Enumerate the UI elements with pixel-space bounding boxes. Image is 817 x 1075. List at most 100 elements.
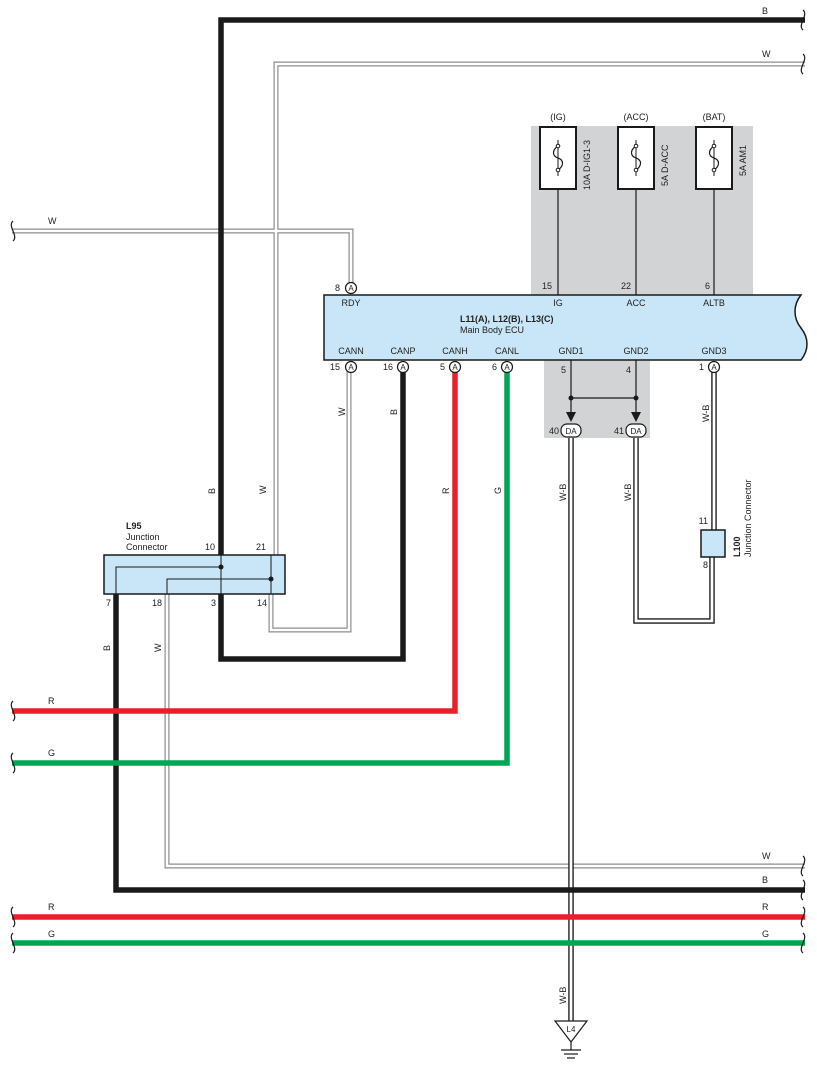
connector-a-icon: A (448, 360, 462, 374)
svg-text:(BAT): (BAT) (703, 112, 726, 122)
connector-a-icon: A (344, 281, 358, 295)
wire-label: B (762, 875, 768, 885)
black-wires (113, 17, 805, 893)
pin-number: 18 (152, 598, 162, 608)
svg-text:(ACC): (ACC) (624, 112, 649, 122)
splice-dot (218, 564, 224, 570)
ground-l4-icon: L4 (553, 1020, 589, 1059)
connector-a-icon: A (707, 360, 721, 374)
fuse-icon (552, 145, 564, 171)
pin-number: 14 (257, 598, 267, 608)
wire-label: B (762, 6, 768, 16)
svg-text:L4: L4 (567, 1025, 576, 1034)
pin-number: 6 (492, 362, 497, 372)
svg-text:DA: DA (630, 427, 642, 436)
svg-text:10A D-IG1-3: 10A D-IG1-3 (582, 140, 592, 190)
arrow-icon (566, 412, 641, 422)
l100-title: L100 (732, 536, 742, 557)
wire-label: R (48, 902, 55, 912)
pin-label: GND1 (558, 346, 583, 356)
wire-break-icon (10, 220, 16, 954)
pin-label: GND2 (623, 346, 648, 356)
l95-line1: Junction (126, 532, 160, 542)
splice-dot (268, 576, 274, 582)
svg-text:A: A (400, 363, 406, 372)
connector-da-icon: DA (560, 423, 582, 438)
svg-text:A: A (452, 363, 458, 372)
wire-label: W-B (623, 484, 633, 501)
pin-number: 1 (699, 362, 704, 372)
pin-number: 3 (211, 598, 216, 608)
pin-number: 5 (561, 365, 566, 375)
wire-label: G (493, 487, 503, 494)
pin-number: 5 (440, 362, 445, 372)
fuse-acc: (ACC) 5A D-ACC (617, 112, 670, 190)
svg-text:DA: DA (565, 427, 577, 436)
pin-number: 41 (614, 426, 624, 436)
wire-label: W (153, 643, 163, 652)
pin-number: 7 (106, 598, 111, 608)
pin-number: 40 (549, 426, 559, 436)
svg-text:(IG): (IG) (550, 112, 566, 122)
splice-dot (633, 395, 639, 401)
wb-wires (568, 371, 717, 1022)
wire-label: W (762, 49, 771, 59)
fuse-ig: (IG) 10A D-IG1-3 (539, 112, 592, 190)
wire-label: R (762, 902, 769, 912)
wire-break-icon (800, 9, 806, 954)
pin-number: 10 (205, 542, 215, 552)
svg-text:A: A (711, 363, 717, 372)
svg-text:A: A (348, 363, 354, 372)
wire-label: W-B (558, 987, 568, 1004)
red-wires (12, 371, 805, 920)
wire-label: G (48, 748, 55, 758)
pin-number: 11 (699, 516, 708, 526)
pin-label: GND3 (701, 346, 726, 356)
pin-label: RDY (341, 298, 360, 308)
fuse-icon (630, 145, 642, 171)
pin-number: 4 (626, 365, 631, 375)
pin-number: 15 (542, 281, 552, 291)
connector-da-icon: DA (625, 423, 647, 438)
green-wires (12, 371, 805, 946)
wire-label: B (207, 488, 217, 494)
gnd-splice (570, 360, 637, 415)
svg-text:5A AM1: 5A AM1 (738, 145, 748, 176)
wire-label: R (441, 487, 451, 494)
pin-label: ALTB (703, 298, 725, 308)
pin-number: 22 (621, 281, 631, 291)
pin-number: 21 (256, 542, 266, 552)
wire-label: G (762, 929, 769, 939)
svg-text:A: A (504, 363, 510, 372)
pin-label: ACC (626, 298, 646, 308)
pin-number: 6 (705, 281, 710, 291)
connector-a-icon: A (344, 360, 358, 374)
pin-label: CANH (442, 346, 468, 356)
pin-number: 8 (703, 560, 708, 570)
pin-label: CANL (495, 346, 519, 356)
ecu-subtitle: Main Body ECU (460, 325, 524, 335)
ecu-title: L11(A), L12(B), L13(C) (460, 314, 554, 324)
wire-label: W-B (701, 405, 711, 422)
white-wires (12, 61, 805, 869)
fuse-icon (708, 145, 720, 171)
wire-label: G (48, 929, 55, 939)
wire-label: W (762, 851, 771, 861)
l100-junction-connector: 11 8 L100 Junction Connector (699, 479, 753, 570)
wire-label: W (48, 216, 57, 226)
wire-label: W (258, 485, 268, 494)
l95-junction-connector: L95 Junction Connector 10 21 7 18 3 14 (103, 521, 286, 608)
pin-label: IG (553, 298, 563, 308)
wire-label: W (337, 407, 347, 416)
wire-label: B (389, 409, 399, 415)
pin-label: CANN (338, 346, 364, 356)
connector-a-icon: A (396, 360, 410, 374)
connector-a-icon: A (500, 360, 514, 374)
pin-number: 15 (330, 362, 340, 372)
svg-text:A: A (348, 284, 354, 293)
l95-line2: Connector (126, 542, 168, 552)
l100-subtitle: Junction Connector (743, 479, 753, 557)
pin-number: 16 (383, 362, 393, 372)
wire-label: W-B (558, 484, 568, 501)
